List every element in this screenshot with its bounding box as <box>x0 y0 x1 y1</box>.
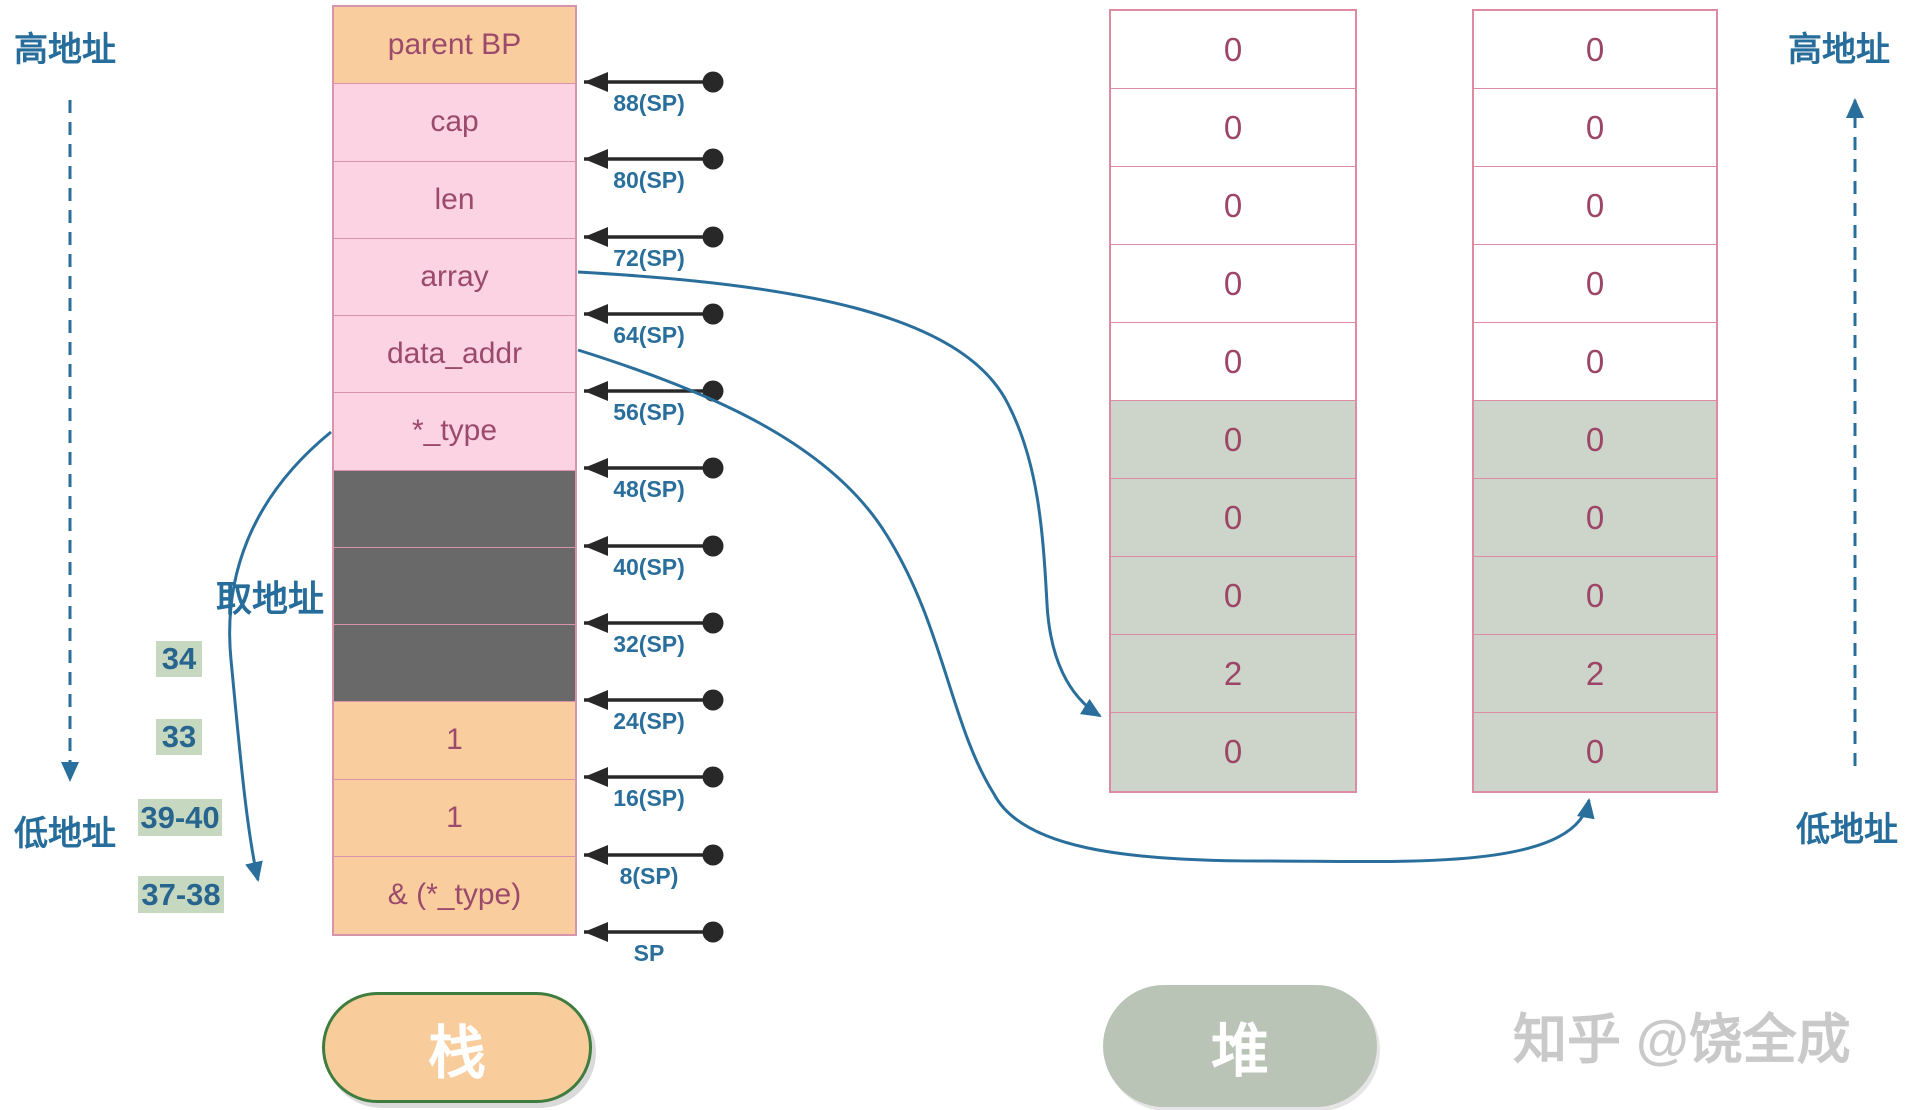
sp-offset-label: 8(SP) <box>619 863 679 889</box>
stack-cell-array: array <box>334 238 575 316</box>
heap-cell: 0 <box>1111 557 1355 635</box>
stack-cell-len: len <box>334 161 575 239</box>
stack-cell-type-ptr: *_type <box>334 393 575 471</box>
heap-cell: 0 <box>1474 89 1716 167</box>
sp-offset-label: 40(SP) <box>613 554 685 580</box>
heap-cell: 0 <box>1111 167 1355 245</box>
stack-cell-addr-of-type: & (*_type) <box>334 856 575 934</box>
curve-array-to-heap1 <box>577 270 1102 718</box>
heap-cell: 0 <box>1474 11 1716 89</box>
sp-offset-label: 64(SP) <box>613 322 685 348</box>
sp-offset-label: SP <box>633 940 665 966</box>
sp-arrow-72sp <box>584 226 724 248</box>
heap-cell: 2 <box>1111 635 1355 713</box>
heap-column-2: 0 0 0 0 0 0 0 0 2 0 <box>1472 9 1718 793</box>
stack-cell-value-1: 1 <box>334 779 575 857</box>
low-address-label-right: 低地址 <box>1796 811 1898 849</box>
curve-take-address <box>228 430 332 882</box>
sp-arrow-48sp <box>584 457 724 479</box>
sp-offset-label: 16(SP) <box>613 785 685 811</box>
heap-cell: 0 <box>1111 479 1355 557</box>
sp-offset-label: 80(SP) <box>613 167 685 193</box>
stack-cell-cap: cap <box>334 84 575 162</box>
sp-arrow-8sp <box>584 844 724 866</box>
sp-offset-label: 24(SP) <box>613 708 685 734</box>
heap-cell: 0 <box>1111 245 1355 323</box>
heap-cell: 0 <box>1474 557 1716 635</box>
sp-arrow-88sp <box>584 71 724 93</box>
heap-cell: 0 <box>1474 245 1716 323</box>
stack-cell-unused <box>334 547 575 625</box>
stack-cell-parent-bp: parent BP <box>334 7 575 85</box>
line-number-badge: 37-38 <box>138 876 224 913</box>
sp-arrow-sp <box>584 921 724 943</box>
high-address-label-right: 高地址 <box>1788 31 1890 69</box>
heap-cell: 0 <box>1474 713 1716 791</box>
heap-cell: 0 <box>1111 401 1355 479</box>
sp-arrow-40sp <box>584 535 724 557</box>
heap-legend-pill: 堆 <box>1103 985 1377 1107</box>
heap-cell: 0 <box>1474 167 1716 245</box>
heap-cell: 0 <box>1111 11 1355 89</box>
curve-data-addr-to-heap2 <box>577 348 1595 864</box>
watermark: 知乎 @饶全成 <box>1513 1010 1851 1070</box>
sp-arrow-32sp <box>584 612 724 634</box>
stack-cell-unused <box>334 470 575 548</box>
high-address-label-left: 高地址 <box>14 31 116 69</box>
sp-arrow-80sp <box>584 148 724 170</box>
sp-offset-label: 88(SP) <box>613 90 685 116</box>
heap-column-1: 0 0 0 0 0 0 0 0 2 0 <box>1109 9 1357 793</box>
sp-offset-label: 48(SP) <box>613 476 685 502</box>
heap-cell: 0 <box>1474 323 1716 401</box>
heap-cell: 0 <box>1111 713 1355 791</box>
stack-cell-value-1: 1 <box>334 702 575 780</box>
sp-arrow-64sp <box>584 303 724 325</box>
line-number-badge: 33 <box>156 719 202 755</box>
heap-cell: 0 <box>1111 89 1355 167</box>
line-number-badge: 34 <box>156 641 202 677</box>
line-number-badge: 39-40 <box>138 799 222 836</box>
heap-cell: 2 <box>1474 635 1716 713</box>
stack-cell-unused <box>334 625 575 703</box>
sp-arrow-16sp <box>584 766 724 788</box>
take-address-label: 取地址 <box>216 578 325 619</box>
sp-offset-label: 56(SP) <box>613 399 685 425</box>
low-address-label-left: 低地址 <box>14 815 116 853</box>
sp-offset-label: 72(SP) <box>613 245 685 271</box>
heap-cell: 0 <box>1474 479 1716 557</box>
stack-legend-pill: 栈 <box>322 992 592 1103</box>
sp-arrow-24sp <box>584 689 724 711</box>
stack-cell-data-addr: data_addr <box>334 316 575 394</box>
sp-offset-label: 32(SP) <box>613 631 685 657</box>
heap-cell: 0 <box>1111 323 1355 401</box>
stack-column: parent BP cap len array data_addr *_type… <box>332 5 577 936</box>
heap-cell: 0 <box>1474 401 1716 479</box>
